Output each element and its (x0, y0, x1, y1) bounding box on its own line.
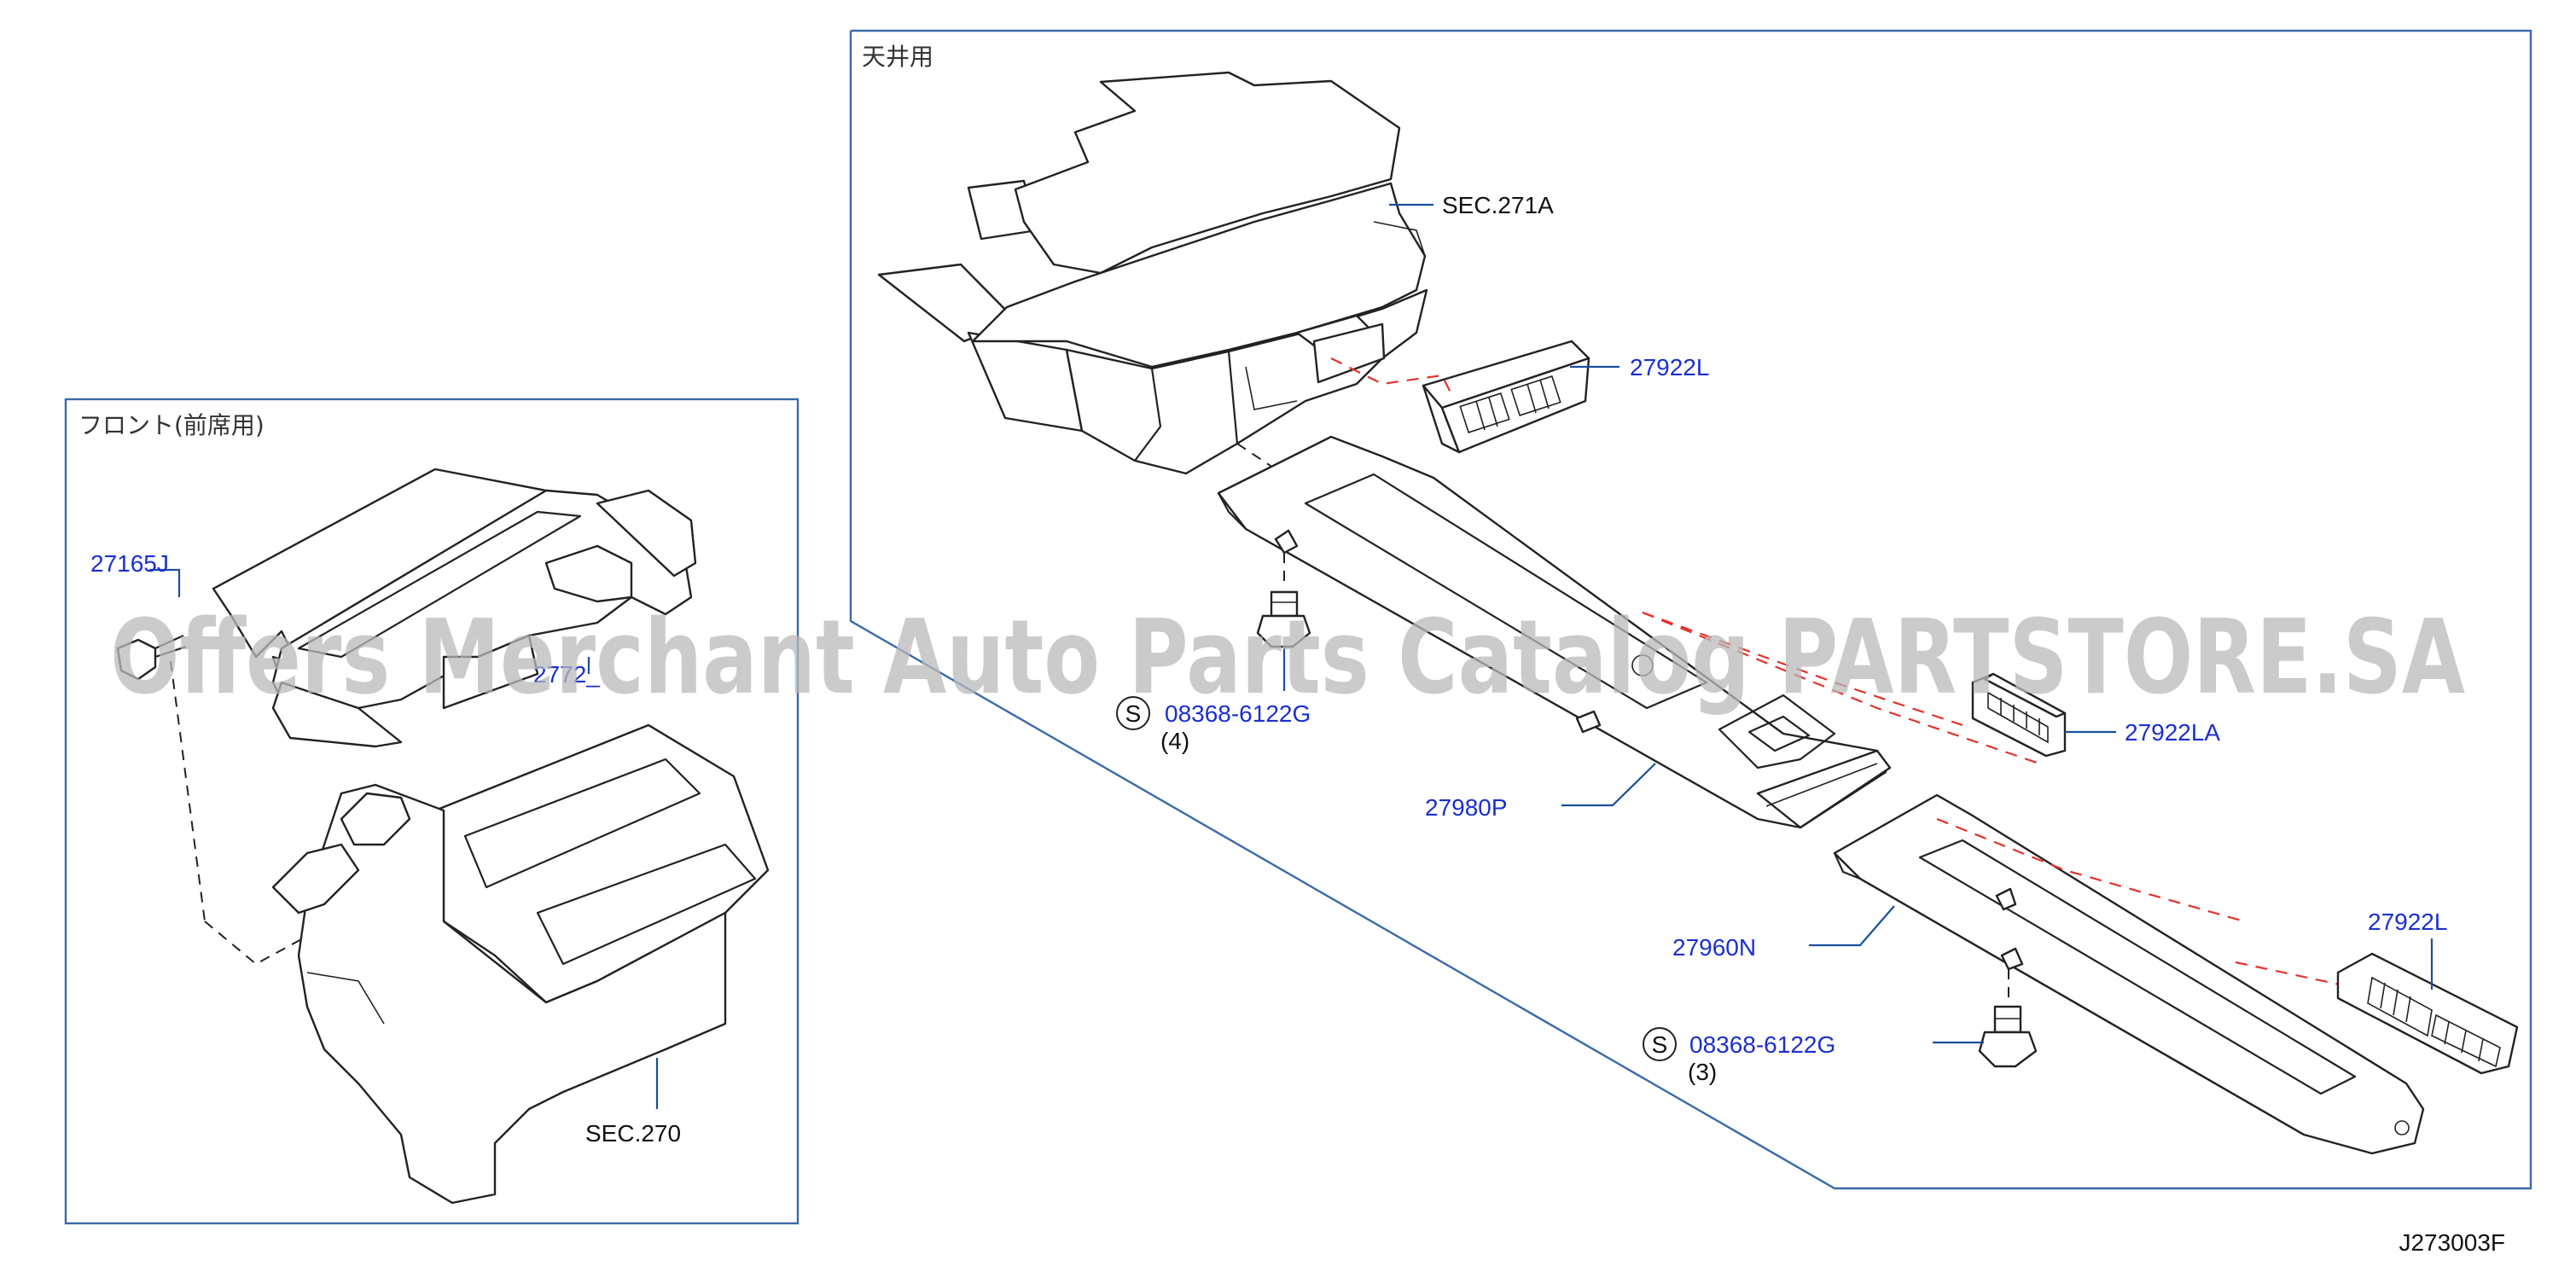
label-qty-a: (4) (1160, 728, 1189, 754)
drawing-code: J273003F (2399, 1229, 2505, 1256)
label-sec271a: SEC.271A (1442, 192, 1554, 218)
duct-27960n (1833, 793, 2425, 1155)
s-mark-b-letter: S (1652, 1031, 1668, 1058)
label-27165j: 27165J (90, 550, 169, 577)
label-27960n: 27960N (1672, 934, 1756, 961)
bolt-08368-6122g-a (1256, 590, 1311, 691)
grille-27922la (1971, 672, 2067, 758)
label-27980p: 27980P (1425, 794, 1508, 821)
grille-27922l-top (1330, 340, 1590, 454)
s-mark-a-letter: S (1125, 700, 1142, 727)
label-27922l-top: 27922L (1630, 354, 1709, 380)
left-panel-caption: フロント(前席用) (79, 411, 265, 439)
left-panel-frame (64, 398, 800, 1225)
leader-27960n (1809, 905, 1895, 947)
label-sec270: SEC.270 (585, 1120, 681, 1147)
label-27922l-right: 27922L (2368, 909, 2447, 935)
upper-duct-drawing (877, 71, 1428, 479)
bolt-08368-6122g-b (1978, 1005, 2038, 1068)
leader-27980p (1561, 763, 1656, 807)
grille-27922l-right (2336, 952, 2519, 1075)
s-mark-a (1116, 696, 1150, 730)
heater-unit-drawing (271, 723, 770, 1205)
label-08368-6122g-b: 08368-6122G (1689, 1031, 1835, 1058)
clip-27165j (116, 568, 445, 966)
label-qty-b: (3) (1688, 1059, 1717, 1085)
s-mark-b (1643, 1027, 1677, 1061)
label-08368-6122g-a: 08368-6122G (1165, 700, 1311, 727)
right-panel-caption: 天井用 (862, 43, 933, 71)
front-duct-drawing (212, 467, 697, 748)
right-panel-frame (849, 29, 2532, 1190)
duct-27980p (1217, 435, 2040, 829)
label-hidden-partial: 2772_ (533, 661, 600, 688)
label-27922la: 27922LA (2125, 719, 2220, 746)
watermark: Offers Merchant Auto Parts Catalog PARTS… (110, 599, 2465, 717)
